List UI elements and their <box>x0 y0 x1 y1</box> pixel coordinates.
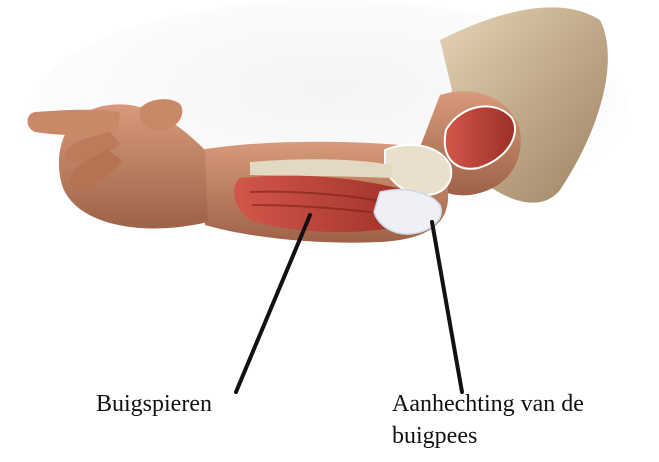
leader-line-tendon <box>432 222 462 392</box>
label-tendon-attachment-line1: Aanhechting van de <box>392 390 584 418</box>
label-flexor-muscles: Buigspieren <box>96 390 212 418</box>
finger-index <box>28 110 121 136</box>
leader-line-flexors <box>236 215 310 392</box>
label-tendon-attachment-line2: buigpees <box>392 422 477 450</box>
